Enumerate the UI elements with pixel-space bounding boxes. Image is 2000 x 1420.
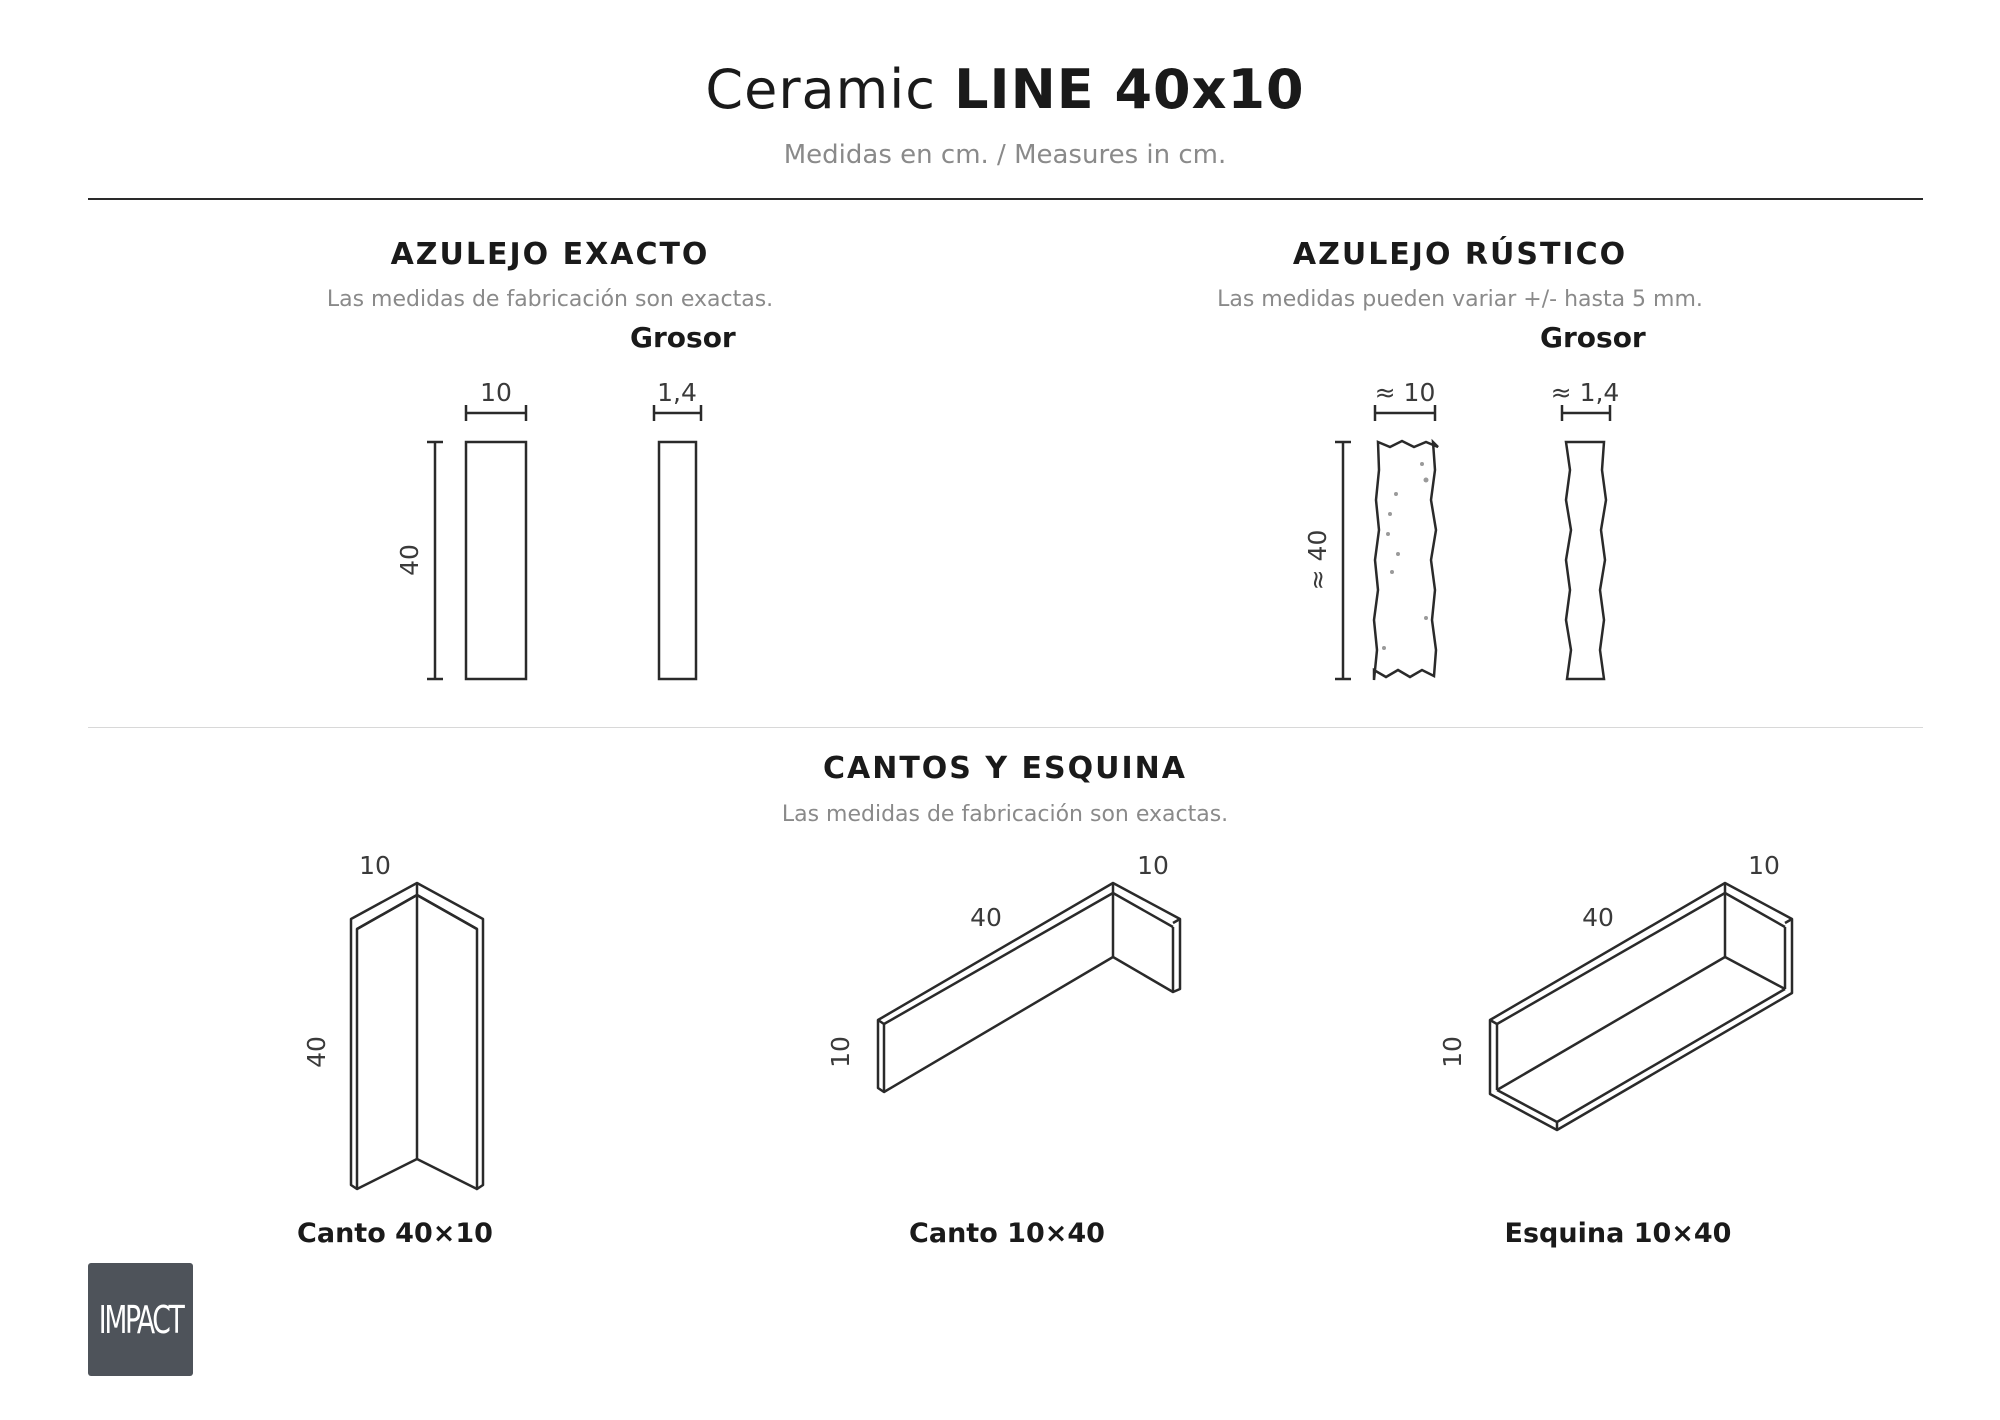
- exact-width-label: 10: [480, 378, 512, 407]
- rustic-thickness-label: ≈ 1,4: [1551, 378, 1620, 407]
- exact-thickness-label: 1,4: [657, 378, 697, 407]
- rustic-width-dimension: [1373, 405, 1437, 421]
- rustic-thickness-dimension: [1560, 405, 1612, 421]
- exact-height-label: 40: [395, 544, 424, 576]
- rustic-grosor-label: Grosor: [1540, 321, 1646, 354]
- canto-10x40-length-label: 40: [970, 903, 1002, 932]
- exact-height-dimension: [427, 440, 443, 681]
- esquina-10x40-length-label: 40: [1582, 903, 1614, 932]
- canto-10x40-caption: Canto 10×40: [909, 1218, 1105, 1249]
- exact-grosor-label: Grosor: [630, 321, 736, 354]
- exact-thickness-dimension: [652, 405, 703, 421]
- exact-note: Las medidas de fabricación son exactas.: [326, 287, 774, 312]
- rustic-tile-front: [1372, 438, 1439, 681]
- exact-heading: AZULEJO EXACTO: [390, 237, 710, 272]
- header-divider: [88, 198, 1923, 200]
- pieces-note: Las medidas de fabricación son exactas.: [781, 802, 1229, 827]
- title-bold: LINE 40x10: [954, 58, 1305, 121]
- section-divider: [88, 727, 1923, 728]
- rustic-tile-thickness: [1564, 440, 1608, 681]
- esquina-10x40-drawing: [1488, 881, 1794, 1132]
- canto-40x10-caption: Canto 40×10: [297, 1218, 493, 1249]
- canto-40x10-width-label: 10: [359, 851, 391, 880]
- page-subtitle: Medidas en cm. / Measures in cm.: [783, 140, 1227, 170]
- canto-10x40-drawing: [876, 881, 1182, 1094]
- rustic-width-label: ≈ 10: [1375, 378, 1436, 407]
- exact-width-dimension: [464, 405, 528, 421]
- esquina-10x40-height-label: 10: [1438, 1036, 1467, 1068]
- rustic-heading: AZULEJO RÚSTICO: [1292, 237, 1628, 272]
- rustic-note: Las medidas pueden variar +/- hasta 5 mm…: [1217, 287, 1703, 312]
- rustic-height-dimension: [1335, 440, 1351, 681]
- canto-40x10-height-label: 40: [302, 1036, 331, 1068]
- title-light: Ceramic: [705, 58, 936, 121]
- pieces-heading: CANTOS Y ESQUINA: [823, 751, 1187, 786]
- rustic-height-label: ≈ 40: [1303, 530, 1332, 591]
- canto-10x40-height-label: 10: [826, 1036, 855, 1068]
- logo-text: IMPACT: [98, 1297, 185, 1342]
- impact-logo: IMPACT: [88, 1263, 193, 1376]
- canto-40x10-drawing: [349, 881, 485, 1191]
- exact-tile-thickness: [657, 440, 698, 681]
- exact-tile-front: [464, 440, 528, 681]
- esquina-10x40-depth-label: 10: [1748, 851, 1780, 880]
- rustic-texture-dots: [1382, 462, 1429, 650]
- canto-10x40-depth-label: 10: [1137, 851, 1169, 880]
- page-title: Ceramic LINE 40x10: [0, 58, 2000, 121]
- esquina-10x40-caption: Esquina 10×40: [1504, 1218, 1732, 1249]
